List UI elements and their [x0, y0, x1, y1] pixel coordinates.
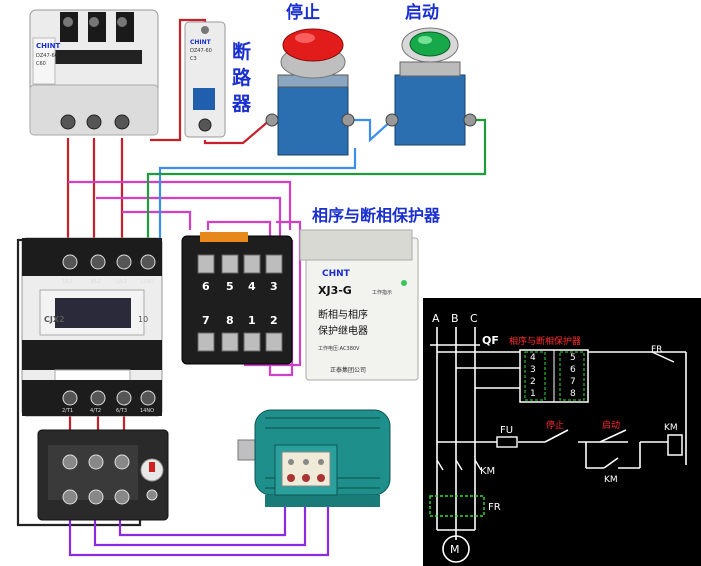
phase-protection-relay: CHNT XJ3-G 工作指示 断相与相序 保护继电器 工作电压:AC380V … — [299, 229, 419, 381]
schematic-fuse — [496, 436, 518, 448]
contactor: CJX2 10 1/L1 3/L2 5/L3 13NO 2/T1 4/T2 6/… — [21, 237, 163, 417]
schematic-fuse-label: FU — [500, 425, 513, 436]
breaker-3-pole-brand: CHINT — [36, 42, 60, 50]
schematic-relay-2: 2 — [530, 377, 536, 387]
schematic-phase-c: C — [470, 312, 478, 325]
contactor-bottom-terminal-2: 4/T2 — [90, 408, 101, 414]
contactor-size: 10 — [138, 315, 148, 324]
schematic-relay-7: 7 — [570, 377, 576, 387]
contactor-bottom-terminal-4: 14NO — [140, 408, 154, 414]
relay-name-line-2: 保护继电器 — [318, 324, 368, 337]
wire-mag-3 — [122, 210, 192, 230]
schematic-relay-6: 6 — [570, 365, 576, 375]
socket-top-5: 5 — [226, 280, 234, 293]
contactor-bottom-terminal-1: 2/T1 — [62, 408, 73, 414]
schematic-relay-box: 4 3 2 1 5 6 7 8 — [519, 349, 589, 403]
wire-mag-4 — [206, 220, 272, 240]
schematic-motor — [442, 535, 470, 563]
thermal-relay — [37, 429, 169, 521]
wire-stop-to-start — [348, 118, 393, 143]
wire-breaker1p-to-stop — [203, 119, 271, 145]
schematic-coil-label: KM — [664, 423, 678, 433]
breaker-label-3: 器 — [231, 93, 252, 115]
breaker-1-pole-model: DZ47-60 — [190, 48, 212, 54]
schematic-fr-heater — [429, 495, 485, 517]
breaker-3-pole-handles[interactable] — [54, 12, 142, 64]
breaker-3-pole-model: DZ47-60 — [36, 53, 58, 59]
breaker-3-pole-rating: C60 — [36, 61, 46, 67]
wire-v — [93, 480, 307, 547]
start-button-label: 启动 — [405, 2, 439, 23]
stop-button[interactable]: 停止 — [265, 2, 355, 156]
breaker-3-pole-label: CHINT DZ47-60 C60 — [32, 37, 60, 85]
schematic-qf: QF — [482, 334, 499, 347]
schematic-km-aux: KM — [604, 475, 618, 485]
contactor-model: CJX2 — [44, 315, 65, 324]
socket-top-3: 3 — [270, 280, 278, 293]
wire-mag-1 — [68, 180, 292, 230]
stop-button-label: 停止 — [286, 2, 320, 23]
breaker-label-1: 断 — [232, 40, 251, 63]
schematic-motor-label: M — [450, 543, 460, 556]
motor — [237, 409, 391, 507]
schematic-phase-b: B — [451, 312, 459, 325]
contactor-top-terminal-1: 1/L1 — [62, 279, 73, 285]
wire-u — [68, 480, 330, 557]
schematic-panel: A B C QF — [423, 298, 701, 566]
schematic-phase-a: A — [432, 312, 440, 325]
socket-bottom-1: 1 — [248, 314, 256, 327]
schematic-relay-5: 5 — [570, 353, 576, 363]
socket-top-4: 4 — [248, 280, 256, 293]
contactor-bottom-terminal-3: 6/T3 — [116, 408, 127, 414]
socket-top-6: 6 — [202, 280, 210, 293]
schematic-stop-label: 停止 — [546, 419, 564, 431]
breaker-1-pole-rating: C3 — [190, 56, 197, 62]
schematic-km-main: KM — [480, 466, 495, 477]
breaker-label-2: 路 — [232, 66, 252, 89]
schematic-fr-contact: FR — [651, 345, 662, 355]
socket-bottom-8: 8 — [226, 314, 234, 327]
schematic-relay-8: 8 — [570, 389, 576, 399]
relay-socket: 6 5 4 3 7 8 1 2 — [181, 232, 293, 365]
relay-spec: 工作电压:AC380V — [318, 345, 360, 352]
schematic-relay-4: 4 — [530, 353, 536, 363]
wire-mag-2 — [96, 196, 282, 240]
schematic-coil — [667, 434, 683, 456]
contactor-top-terminal-4: 13NO — [140, 279, 154, 285]
relay-name-line-1: 断相与相序 — [318, 308, 368, 321]
schematic-start-label: 启动 — [602, 419, 620, 431]
relay-model: XJ3-G — [318, 284, 352, 297]
breaker-1-pole-brand: CHINT — [190, 39, 212, 46]
relay-maker: 正泰集团公司 — [330, 366, 366, 374]
contactor-top-terminal-3: 5/L3 — [116, 279, 127, 285]
breaker-1-pole-handle[interactable] — [193, 88, 215, 110]
contactor-bottom-terminals: 2/T1 4/T2 6/T3 14NO — [62, 390, 156, 414]
relay-brand: CHNT — [322, 269, 351, 279]
contactor-top-terminal-2: 3/L2 — [90, 279, 101, 285]
schematic-fr-heater-label: FR — [488, 502, 501, 513]
schematic-relay-3: 3 — [530, 365, 536, 375]
contactor-top-terminals: 1/L1 3/L2 5/L3 13NO — [62, 254, 156, 285]
start-button[interactable]: 启动 — [385, 2, 477, 146]
breaker-1-pole: CHINT DZ47-60 C3 — [184, 21, 226, 138]
relay-model-suffix: 工作指示 — [372, 289, 392, 296]
schematic-relay-1: 1 — [530, 389, 536, 399]
socket-bottom-2: 2 — [270, 314, 278, 327]
schematic-title: 相序与断相保护器 — [509, 335, 581, 347]
protector-label: 相序与断相保护器 — [312, 206, 441, 225]
breaker-label: 断 路 器 — [231, 40, 252, 115]
breaker-3-pole: CHINT DZ47-60 C60 — [29, 9, 159, 136]
socket-bottom-7: 7 — [202, 314, 210, 327]
breaker-3-pole-terminals — [60, 17, 130, 130]
